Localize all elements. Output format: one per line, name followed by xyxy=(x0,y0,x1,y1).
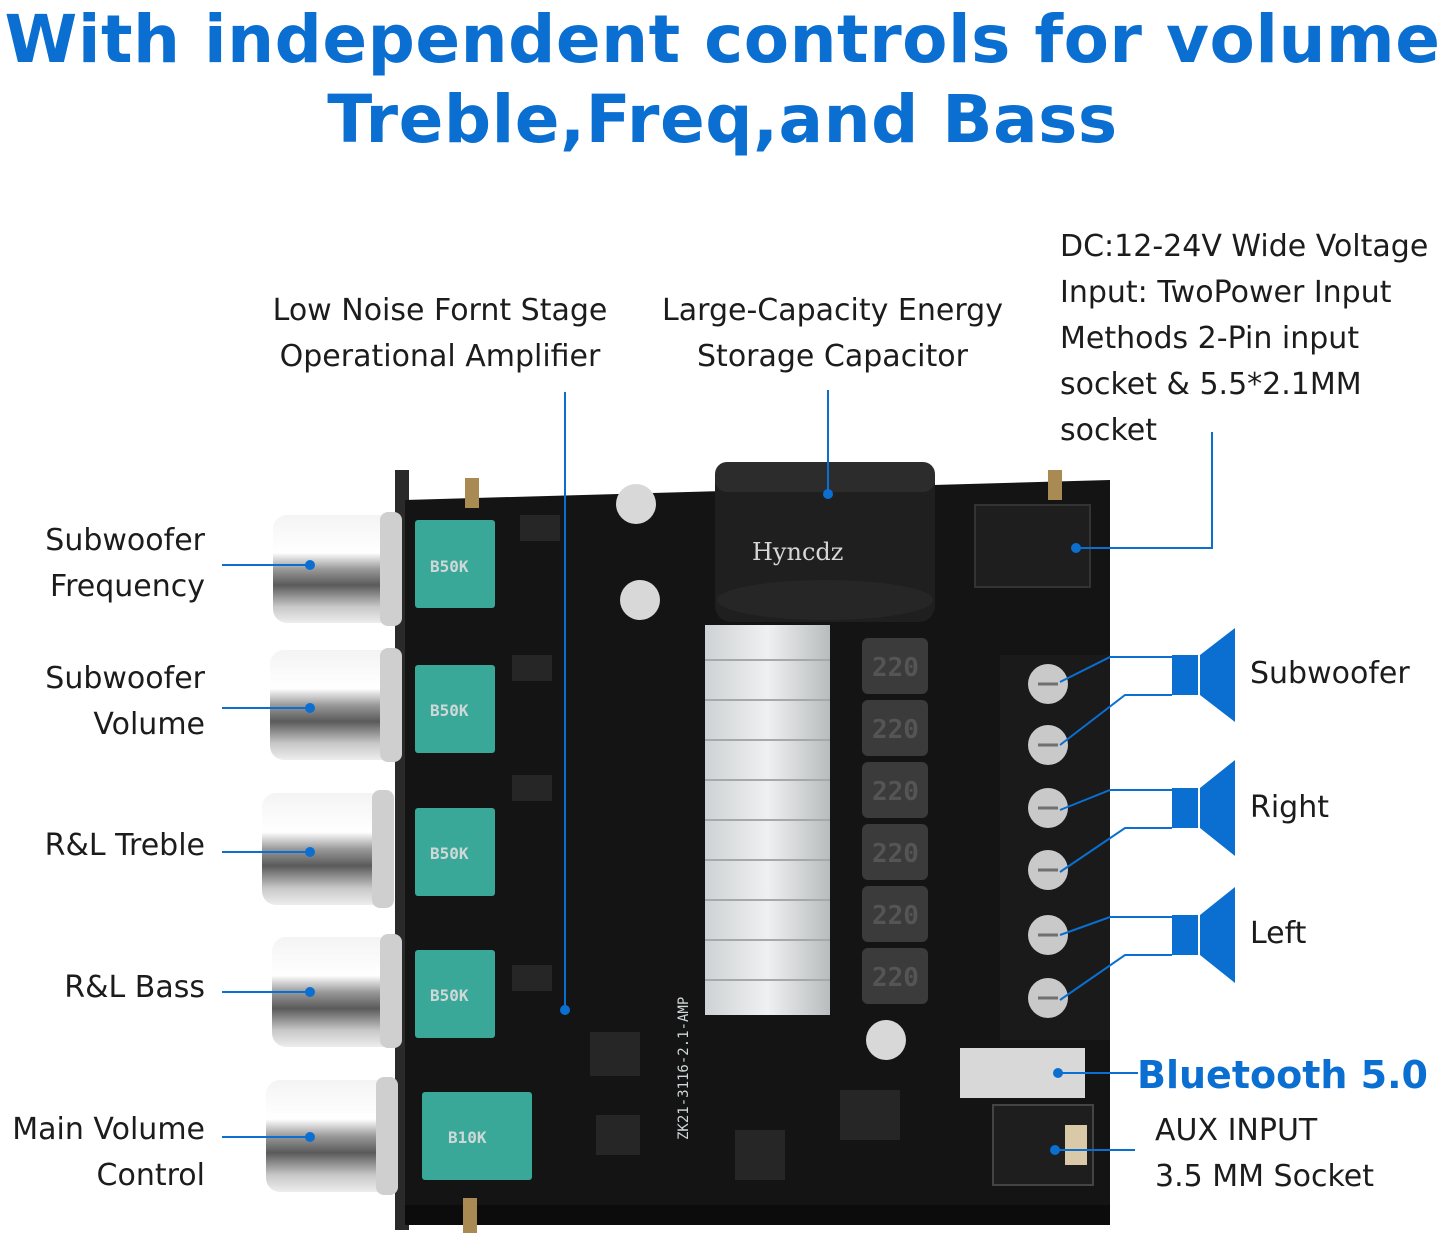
potentiometer-group xyxy=(415,520,532,1180)
callout-power-line-1: DC:12-24V Wide Voltage xyxy=(1060,229,1429,264)
headline-line-1: With independent controls for volume xyxy=(4,1,1441,78)
pot-label-2: B50K xyxy=(430,701,469,720)
capacitor-icon xyxy=(715,462,935,622)
callout-power-line-2: Input: TwoPower Input xyxy=(1060,275,1392,310)
callout-bluetooth: Bluetooth 5.0 xyxy=(1137,1053,1428,1097)
callout-aux-line-2: 3.5 MM Socket xyxy=(1155,1159,1374,1194)
callout-main-volume-line-1: Main Volume xyxy=(12,1112,205,1147)
ic-chip-icon xyxy=(512,515,900,1180)
callout-power-line-3: Methods 2-Pin input xyxy=(1060,321,1360,356)
callout-sub-frequency: Subwoofer Frequency xyxy=(0,518,205,610)
callout-out-subwoofer: Subwoofer xyxy=(1250,656,1410,691)
callout-power-line-4: socket & 5.5*2.1MM xyxy=(1060,367,1362,402)
callout-capacitor-line-2: Storage Capacitor xyxy=(697,339,968,374)
capacitor-brand: Hyncdz xyxy=(752,538,843,566)
pot-label-5: B10K xyxy=(448,1128,487,1147)
pot-label-3: B50K xyxy=(430,844,469,863)
standoff-icon xyxy=(463,470,1062,1233)
callout-power-line-5: socket xyxy=(1060,413,1158,448)
callout-aux-line-1: AUX INPUT xyxy=(1155,1113,1318,1148)
callout-op-amp: Low Noise Fornt Stage Operational Amplif… xyxy=(250,288,630,380)
knob-icon xyxy=(262,512,402,1195)
callout-op-amp-line-2: Operational Amplifier xyxy=(279,339,601,374)
callout-sub-volume: Subwoofer Volume xyxy=(0,656,205,748)
callout-sub-volume-line-1: Subwoofer xyxy=(45,661,205,696)
board-model: ZK21-3116-2.1-AMP xyxy=(676,997,692,1140)
callout-treble: R&L Treble xyxy=(0,823,205,869)
callout-out-right: Right xyxy=(1250,790,1329,825)
inductor-label-5: 220 xyxy=(872,901,919,931)
callout-out-left: Left xyxy=(1250,916,1307,951)
callout-bass: R&L Bass xyxy=(0,965,205,1011)
callout-op-amp-line-1: Low Noise Fornt Stage xyxy=(272,293,608,328)
dc-jack-icon xyxy=(974,504,1091,588)
headline-line-2: Treble,Freq,and Bass xyxy=(327,81,1118,158)
callout-sub-frequency-line-2: Frequency xyxy=(50,569,205,604)
pot-label-4: B50K xyxy=(430,986,469,1005)
callout-sub-volume-line-2: Volume xyxy=(93,707,205,742)
callout-power: DC:12-24V Wide Voltage Input: TwoPower I… xyxy=(1060,224,1445,454)
callout-aux: AUX INPUT 3.5 MM Socket xyxy=(1155,1108,1374,1200)
pot-label-1: B50K xyxy=(430,557,469,576)
callout-sub-frequency-line-1: Subwoofer xyxy=(45,523,205,558)
heatsink-icon xyxy=(705,625,830,1015)
callout-dots xyxy=(305,489,1081,1155)
callout-main-volume: Main Volume Control xyxy=(0,1107,205,1199)
inductor-label-2: 220 xyxy=(872,715,919,745)
inductor-label-6: 220 xyxy=(872,963,919,993)
inductor-label-3: 220 xyxy=(872,777,919,807)
inductor-label-1: 220 xyxy=(872,653,919,683)
inductor-label-4: 220 xyxy=(872,839,919,869)
callout-bass-line-1: R&L Bass xyxy=(64,970,205,1005)
callout-capacitor: Large-Capacity Energy Storage Capacitor xyxy=(645,288,1020,380)
inductor-group xyxy=(862,638,928,1004)
callout-capacitor-line-1: Large-Capacity Energy xyxy=(662,293,1003,328)
callout-lines xyxy=(222,390,1213,1151)
callout-main-volume-line-2: Control xyxy=(96,1158,205,1193)
speaker-terminal-block xyxy=(1000,655,1110,1040)
speaker-icon xyxy=(1172,628,1235,983)
callout-treble-line-1: R&L Treble xyxy=(44,828,205,863)
